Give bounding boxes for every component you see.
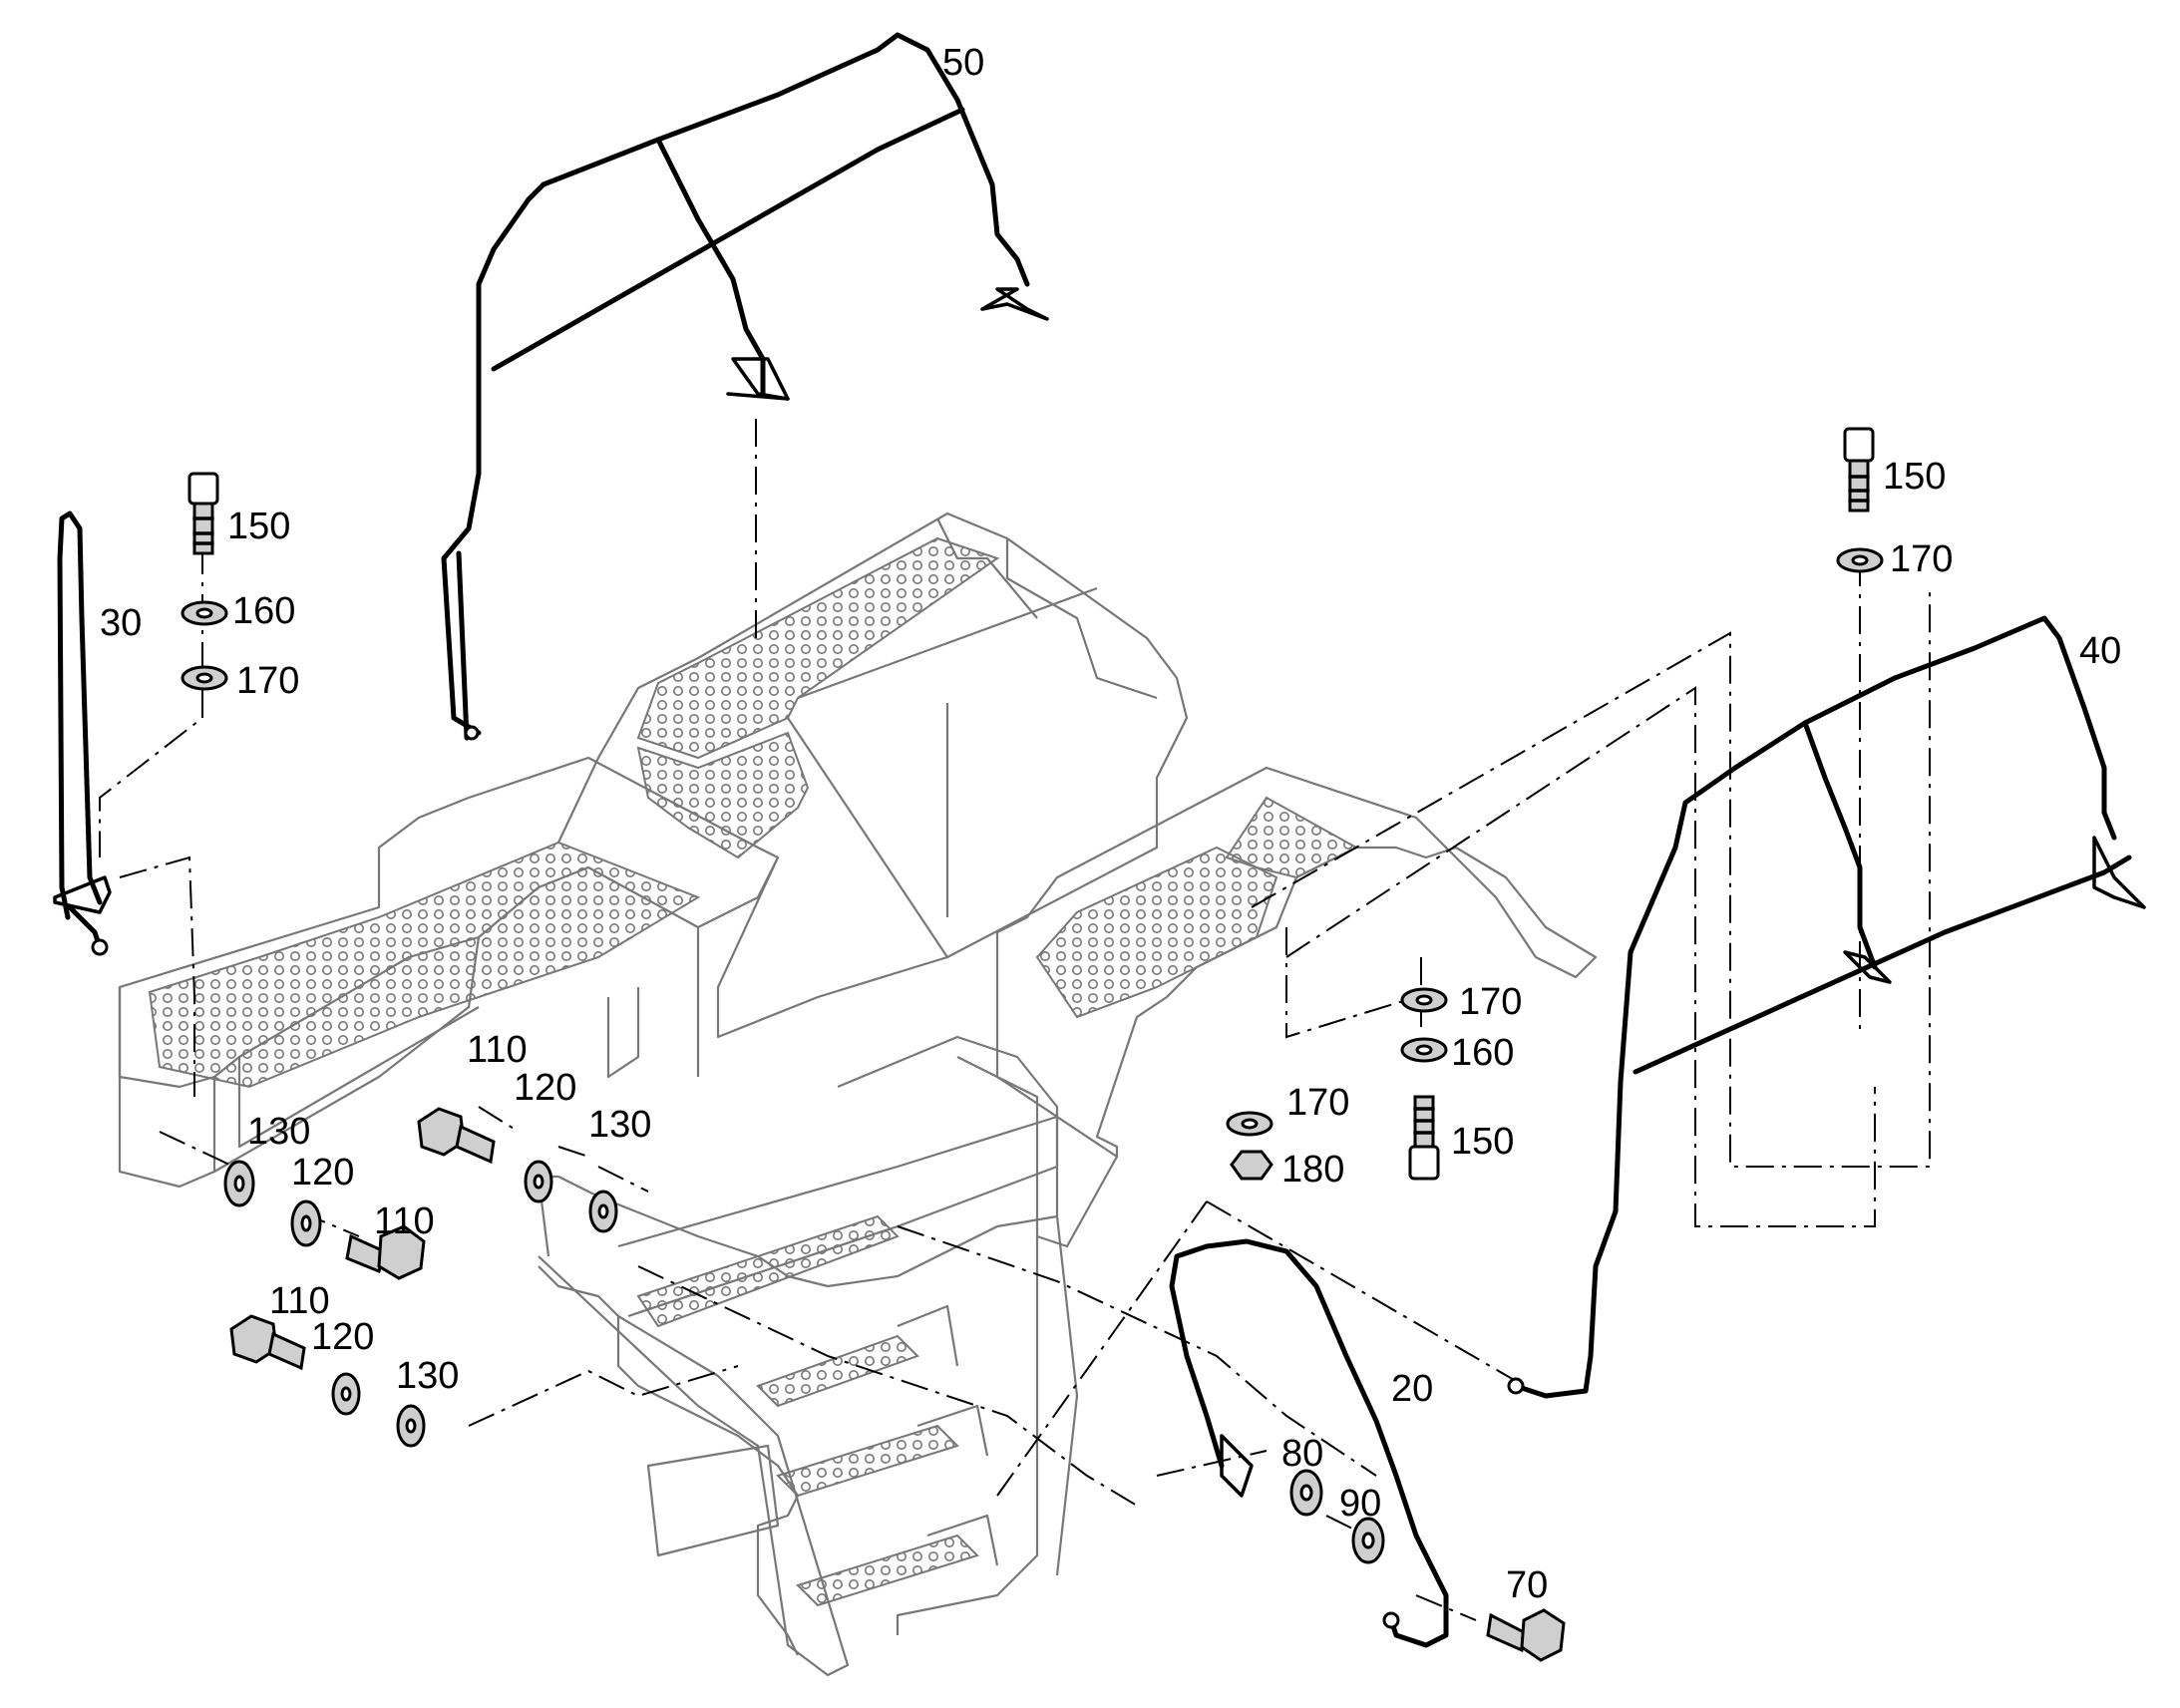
callout-150-a: 150 xyxy=(227,506,290,547)
callout-70: 70 xyxy=(1506,1564,1548,1606)
callout-130-c: 130 xyxy=(396,1355,459,1397)
callout-170-d: 170 xyxy=(1286,1082,1349,1124)
callout-130-a: 130 xyxy=(588,1104,651,1146)
callout-labels: 50 30 40 20 70 80 90 150 160 170 150 170… xyxy=(100,42,2121,1606)
nut-180 xyxy=(1230,1150,1273,1181)
callout-120-a: 120 xyxy=(514,1067,576,1109)
railing-20 xyxy=(1169,1238,1449,1648)
callout-170-b: 170 xyxy=(1890,538,1953,580)
bolt-150-b xyxy=(1843,427,1875,512)
callout-160-a: 160 xyxy=(232,590,295,632)
callout-80: 80 xyxy=(1281,1433,1323,1475)
callout-20: 20 xyxy=(1391,1368,1433,1410)
callout-50: 50 xyxy=(942,42,984,84)
callout-170-c: 170 xyxy=(1459,981,1522,1023)
bolt-110-a xyxy=(417,1107,496,1165)
railing-30 xyxy=(53,511,112,956)
callout-160-b: 160 xyxy=(1451,1032,1514,1074)
callout-40: 40 xyxy=(2079,630,2121,672)
bolt-70 xyxy=(1486,1608,1566,1662)
callout-150-b: 150 xyxy=(1883,456,1946,498)
callout-90: 90 xyxy=(1339,1483,1381,1525)
callout-110-b: 110 xyxy=(374,1200,435,1242)
callout-130-b: 130 xyxy=(247,1111,310,1153)
bolt-110-c xyxy=(229,1314,306,1371)
railing-40 xyxy=(1507,615,2146,1399)
callout-180: 180 xyxy=(1281,1149,1344,1191)
platform-frame xyxy=(118,512,1598,1677)
bolt-110-b xyxy=(345,1224,426,1280)
callout-110-c: 110 xyxy=(269,1280,330,1322)
bolt-150-a xyxy=(187,472,219,555)
callout-110-a: 110 xyxy=(467,1029,528,1071)
callout-170-a: 170 xyxy=(236,660,299,702)
hardware-parts xyxy=(181,427,1884,1662)
callout-150-c: 150 xyxy=(1451,1121,1514,1163)
callout-30: 30 xyxy=(100,602,142,644)
callout-120-b: 120 xyxy=(291,1152,354,1194)
callout-120-c: 120 xyxy=(311,1316,374,1358)
bolt-150-c xyxy=(1408,1095,1440,1181)
railing-50 xyxy=(441,32,1049,741)
